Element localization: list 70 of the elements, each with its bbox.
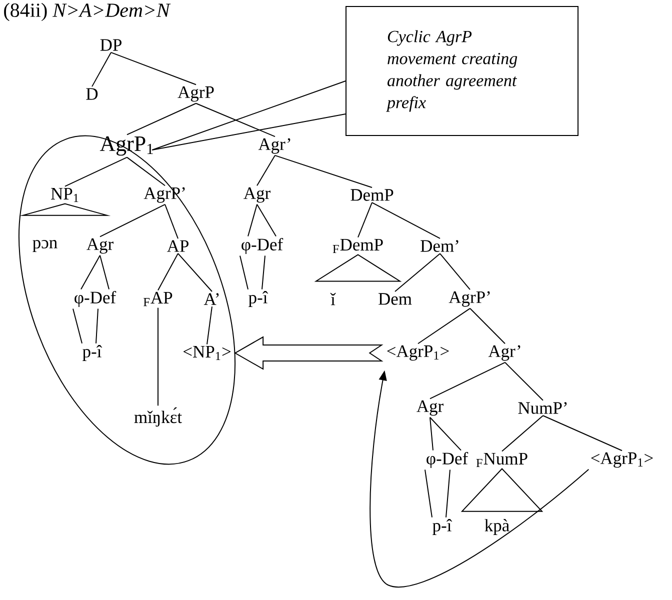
tree-label: φ-Def	[74, 290, 116, 308]
tree-label: mǐŋkɛ́t	[134, 407, 182, 427]
tree-branch	[80, 254, 100, 290]
tree-label: Agr	[416, 400, 444, 416]
tree-branch	[158, 252, 178, 291]
tree-label: DemP	[350, 189, 394, 201]
tree-label: Dem’	[420, 240, 458, 252]
tree-branch	[430, 362, 506, 400]
tree-branch	[372, 202, 440, 239]
tree-label: <NP$_{1}$>	[184, 346, 231, 360]
tree-branch	[110, 52, 196, 86]
tree-branch	[126, 102, 196, 136]
tree-branch	[446, 469, 450, 518]
tree-label: NumP’	[518, 402, 567, 414]
tree-label: <AgrP$_{1}$>	[591, 452, 653, 468]
tree-branch	[256, 154, 276, 186]
tree-branch	[424, 469, 432, 518]
tree-branch	[100, 204, 166, 238]
tree-label: NP$_{1}$	[51, 188, 78, 202]
tree-label: Agr’	[488, 345, 520, 361]
tree-branch	[92, 52, 112, 88]
tree-label: φ-Def	[426, 452, 468, 468]
tree-label: $_{F}$NumP	[476, 452, 528, 468]
tree-label: DP	[100, 39, 122, 51]
callout-pointer	[152, 80, 346, 150]
tree-label: p-î	[82, 345, 102, 361]
tree-branch	[64, 156, 128, 187]
tree-label: AgrP	[178, 86, 214, 102]
tree-branch	[394, 253, 440, 292]
tree-label: Agr’	[258, 138, 290, 154]
tree-label: $_{F}$AP	[144, 292, 172, 306]
tree-label: <AgrP$_{1}$>	[387, 345, 449, 361]
tree-branch	[504, 362, 544, 401]
tree-branch	[440, 253, 470, 290]
tree-label: AP	[167, 240, 188, 252]
tree-label: ǐ	[330, 292, 336, 306]
tree-branch	[358, 202, 372, 238]
title: (84ii) N>A>Dem>N	[4, 2, 171, 22]
tree-label: Agr	[86, 238, 114, 254]
tree-branch	[206, 306, 212, 345]
tree-label: AgrP’	[448, 291, 490, 307]
tree-label: φ-Def	[242, 238, 284, 254]
tree-branch	[256, 204, 276, 237]
tree-branch	[164, 204, 178, 240]
tree-branch	[262, 255, 266, 290]
tree-branch	[72, 308, 82, 344]
tree-branch	[418, 308, 470, 344]
tree-label: A’	[204, 293, 219, 305]
tree-label: Dem	[378, 293, 412, 305]
tree-branch	[542, 415, 622, 452]
tree-branch	[274, 154, 372, 188]
tree-label: p-î	[432, 519, 452, 535]
tree-branch	[430, 416, 434, 451]
tree-label: p-î	[248, 291, 268, 307]
tree-branch	[100, 254, 110, 290]
tree-label: Agr	[244, 187, 270, 203]
tree-label: D	[86, 88, 98, 100]
tree-branch	[178, 252, 212, 292]
tree-branch	[126, 156, 166, 186]
tree-branch	[248, 204, 258, 237]
tree-label: $_{F}$DemP	[332, 238, 383, 254]
tree-branch	[502, 415, 544, 452]
tree-branch	[470, 308, 506, 344]
callout-box: Cyclic AgrP movement creating another agreement prefix	[346, 6, 578, 136]
tree-branch	[430, 416, 462, 451]
tree-branch	[96, 308, 98, 344]
tree-branch	[196, 102, 276, 138]
tree-branch	[240, 255, 248, 290]
tree-label: pɔn	[32, 240, 58, 252]
tree-label: kpà	[484, 519, 510, 535]
